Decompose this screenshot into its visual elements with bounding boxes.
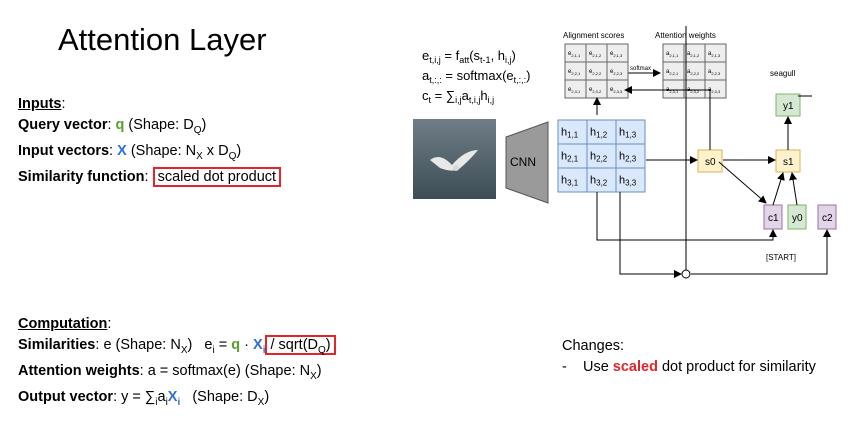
attention-cell-label: a2,1,3 xyxy=(708,51,721,58)
s0-label: s0 xyxy=(705,157,716,168)
feature-cell-label: h3,2 xyxy=(590,175,608,188)
output-word: seagull xyxy=(770,69,796,78)
feature-cell-label: h1,3 xyxy=(619,127,637,140)
output-vector-line: Output vector: y = ∑iaiXi (Shape: DX) xyxy=(18,389,270,409)
alignment-scores-label: Alignment scores xyxy=(563,31,624,40)
start-token: [START] xyxy=(766,253,796,262)
attention-cell-label: a2,2,1 xyxy=(666,69,679,76)
feature-cell-label: h2,1 xyxy=(561,151,579,164)
attention-cell-label: a2,1,2 xyxy=(687,51,700,58)
seagull-image xyxy=(413,119,496,199)
similarity-value-box: scaled dot product xyxy=(152,167,282,188)
attention-cell-label: a2,2,2 xyxy=(687,69,700,76)
changes-header: Changes: xyxy=(562,338,625,354)
alignment-grid: e2,1,1 e2,1,2 e2,1,3 e2,2,1 e2,2,2 e2,2,3 e2,3… xyxy=(564,43,629,99)
softmax-label: softmax xyxy=(630,66,651,72)
c1-label: c1 xyxy=(768,213,779,224)
feature-cell xyxy=(615,167,646,193)
attention-cell-label: a2,1,1 xyxy=(666,51,679,58)
equation-e: et,i,j = fatt(st-1, hi,j) xyxy=(422,48,516,65)
computation-header: Computation xyxy=(18,316,108,332)
feature-cell-label: h1,2 xyxy=(590,127,608,140)
similarity-line: Similarity function: scaled dot product xyxy=(18,167,282,188)
changes-section: Changes: - Use scaled dot product for si… xyxy=(562,336,816,378)
alignment-cell-label: e2,1,1 xyxy=(568,51,581,58)
equation-a: at,:,: = softmax(et,:,:) xyxy=(422,68,531,85)
cnn-label: CNN xyxy=(510,155,536,169)
query-line: Query vector: q (Shape: DQ) xyxy=(18,116,207,136)
feature-cell xyxy=(586,119,617,145)
feature-cell-label: h3,1 xyxy=(561,175,579,188)
attention-weights-label: Attention weights xyxy=(655,31,716,40)
s1-label: s1 xyxy=(783,157,794,168)
equation-c: ct = ∑i,jat,i,jhi,j xyxy=(422,88,494,105)
feature-cell-label: h2,3 xyxy=(619,151,637,164)
attention-weights-line: Attention weights: a = softmax(e) (Shape… xyxy=(18,362,322,382)
sqrt-box: / sqrt(DQ) xyxy=(265,334,336,355)
feature-cell-label: h1,1 xyxy=(561,127,579,140)
cnn-block xyxy=(505,121,549,204)
y0-label: y0 xyxy=(792,213,803,224)
inputs-header: Inputs xyxy=(18,96,62,112)
input-vectors-line: Input vectors: X (Shape: NX x DQ) xyxy=(18,142,242,162)
feature-cell xyxy=(586,167,617,193)
inputs-section: Inputs: Query vector: q (Shape: DQ) Inpu… xyxy=(18,94,282,188)
c2-label: c2 xyxy=(822,213,833,224)
alignment-cell-label: e2,3,3 xyxy=(610,87,623,94)
feature-cell xyxy=(615,119,646,145)
feature-cell xyxy=(557,143,588,169)
attention-cell-label: a2,2,3 xyxy=(708,69,721,76)
alignment-cell-label: e2,2,3 xyxy=(610,69,623,76)
slide-title: Attention Layer xyxy=(58,22,267,57)
similarities-line: Similarities: e (Shape: NX) ei = q · Xi/… xyxy=(18,334,336,361)
feature-cell-label: h2,2 xyxy=(590,151,608,164)
feature-cell xyxy=(615,143,646,169)
alignment-cell-label: e2,2,1 xyxy=(568,69,581,76)
y1-label: y1 xyxy=(783,101,794,112)
alignment-cell-label: e2,3,2 xyxy=(589,87,602,94)
alignment-cell-label: e2,1,2 xyxy=(589,51,602,58)
alignment-cell-label: e2,3,1 xyxy=(568,87,581,94)
computation-section: Computation: Similarities: e (Shape: NX)… xyxy=(18,314,336,414)
alignment-cell-label: e2,2,2 xyxy=(589,69,602,76)
feature-cell-label: h3,3 xyxy=(619,175,637,188)
alignment-cell-label: e2,1,3 xyxy=(610,51,623,58)
feature-grid: h1,1 h1,2 h1,3 h2,1 h2,2 h2,3 h3,1 h3,2 h3,3 xyxy=(557,119,646,193)
changes-bullet: - Use scaled dot product for similarity xyxy=(562,359,816,375)
